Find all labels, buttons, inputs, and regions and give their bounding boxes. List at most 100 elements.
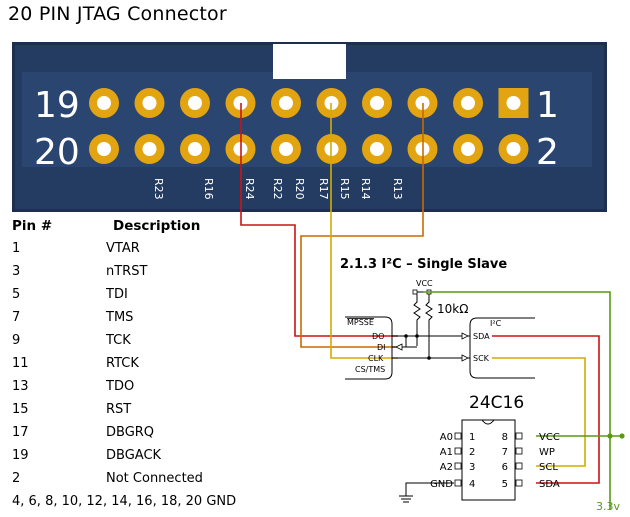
pin-number-19: 19 (34, 85, 80, 126)
i2c-block (469, 317, 535, 379)
eeprom-pin-pad (454, 462, 462, 470)
mpsse-label: MPSSE (347, 318, 374, 327)
gnd-pins-text: 4, 6, 8, 10, 12, 14, 16, 18, 20 GND (12, 494, 237, 509)
yellow-wire-scl (492, 357, 586, 467)
eeprom-body (461, 419, 516, 501)
pin-number-cell: 13 (12, 379, 29, 394)
i2c-label: I²C (490, 319, 502, 328)
eeprom-pin-pad (515, 479, 523, 487)
pin-number-cell: 2 (12, 471, 21, 486)
pad-hole (142, 142, 157, 156)
resistor-label: R14 (359, 178, 372, 200)
resistor-label: R24 (243, 178, 256, 200)
eeprom-pin-number: 5 (502, 479, 508, 490)
pad-hole (188, 96, 202, 110)
resistor-label: R15 (338, 178, 351, 200)
di-arrow (395, 343, 403, 351)
eeprom-pin-label: A2 (440, 462, 453, 473)
pin-number-cell: 15 (12, 402, 29, 417)
eeprom-pin-number: 8 (502, 432, 508, 443)
pin-number-1: 1 (536, 85, 559, 126)
pad-hole (461, 142, 475, 156)
eeprom-pin-number: 6 (502, 462, 508, 473)
mpsse-pin-cs-tms: CS/TMS (355, 365, 385, 374)
pad-hole (97, 96, 111, 110)
resistor-label: R20 (293, 178, 306, 200)
pad-hole (506, 96, 521, 110)
ground-wire (405, 482, 454, 496)
mpsse-pin-do: DO (372, 332, 384, 341)
pin-description-cell: TDI (106, 287, 128, 302)
red-wire-sda (492, 335, 600, 484)
pad-hole (461, 96, 475, 110)
resistor-value-label: 10kΩ (437, 302, 468, 316)
eeprom-pin-label: SDA (539, 479, 560, 490)
pullup-resistor-left (413, 294, 421, 346)
vcc-label: VCC (416, 279, 433, 288)
eeprom-name: 24C16 (469, 393, 524, 413)
pin-description-cell: TDO (106, 379, 135, 394)
eeprom-pin-number: 7 (502, 447, 508, 458)
pin-number-cell: 19 (12, 448, 29, 463)
pin-description-cell: RST (106, 402, 132, 417)
pad-hole (142, 96, 157, 110)
pad-hole (279, 96, 293, 110)
i2c-pin-sck: SCK (473, 354, 490, 363)
table-row: 15 RST (12, 402, 252, 420)
mpsse-block (345, 316, 393, 380)
pin-description-cell: DBGACK (106, 448, 162, 463)
table-row: 11 RTCK (12, 356, 252, 374)
yellow-wire-tck (330, 103, 398, 359)
eeprom-pin-number: 3 (469, 462, 475, 473)
page-title: 20 PIN JTAG Connector (8, 3, 227, 25)
table-row: 13 TDO (12, 379, 252, 397)
pin-description-cell: RTCK (106, 356, 139, 371)
resistor-label: R22 (271, 178, 284, 200)
resistor-label: R17 (317, 178, 330, 200)
eeprom-pin-label: VCC (539, 432, 560, 443)
pin-number-2: 2 (536, 132, 559, 173)
eeprom-pin-pad (515, 447, 523, 455)
pin-column-header: Pin # (12, 218, 53, 234)
pin-description-cell: TMS (106, 310, 134, 325)
pin-number-cell: 11 (12, 356, 29, 371)
eeprom-pin-number: 4 (469, 479, 475, 490)
resistor-label: R13 (391, 178, 404, 200)
pad-hole (97, 142, 111, 156)
table-row: 9 TCK (12, 333, 252, 351)
pin-number-cell: 3 (12, 264, 21, 279)
pin-description-cell: VTAR (106, 241, 140, 256)
pin-number-cell: 7 (12, 310, 21, 325)
pin-number-cell: 9 (12, 333, 21, 348)
section-title: 2.1.3 I²C – Single Slave (340, 257, 507, 272)
pad-hole (188, 142, 202, 156)
eeprom-pin-label: SCL (539, 462, 558, 473)
pin-number-cell: 5 (12, 287, 21, 302)
table-row: 7 TMS (12, 310, 252, 328)
pin-number-cell: 17 (12, 425, 29, 440)
eeprom-pin-number: 2 (469, 447, 475, 458)
eeprom-pin-pad (454, 432, 462, 440)
i2c-pin-sda: SDA (473, 332, 490, 341)
mpsse-pin-di: DI (377, 343, 386, 352)
pad-hole (506, 142, 521, 156)
pin-number-20: 20 (34, 132, 80, 173)
eeprom-pin-label: GND (430, 479, 453, 490)
pad-hole (370, 96, 384, 110)
orange-wire-tdo (300, 103, 424, 348)
eeprom-pin-pad (515, 432, 523, 440)
pin-number-cell: 1 (12, 241, 21, 256)
description-column-header: Description (113, 218, 201, 234)
table-row: 5 TDI (12, 287, 252, 305)
pin-description-cell: TCK (106, 333, 131, 348)
mpsse-pin-clk: CLK (368, 354, 384, 363)
eeprom-pin-pad (454, 447, 462, 455)
supply-voltage-label: 3.3v (596, 500, 620, 513)
pullup-resistor-right (425, 294, 433, 358)
